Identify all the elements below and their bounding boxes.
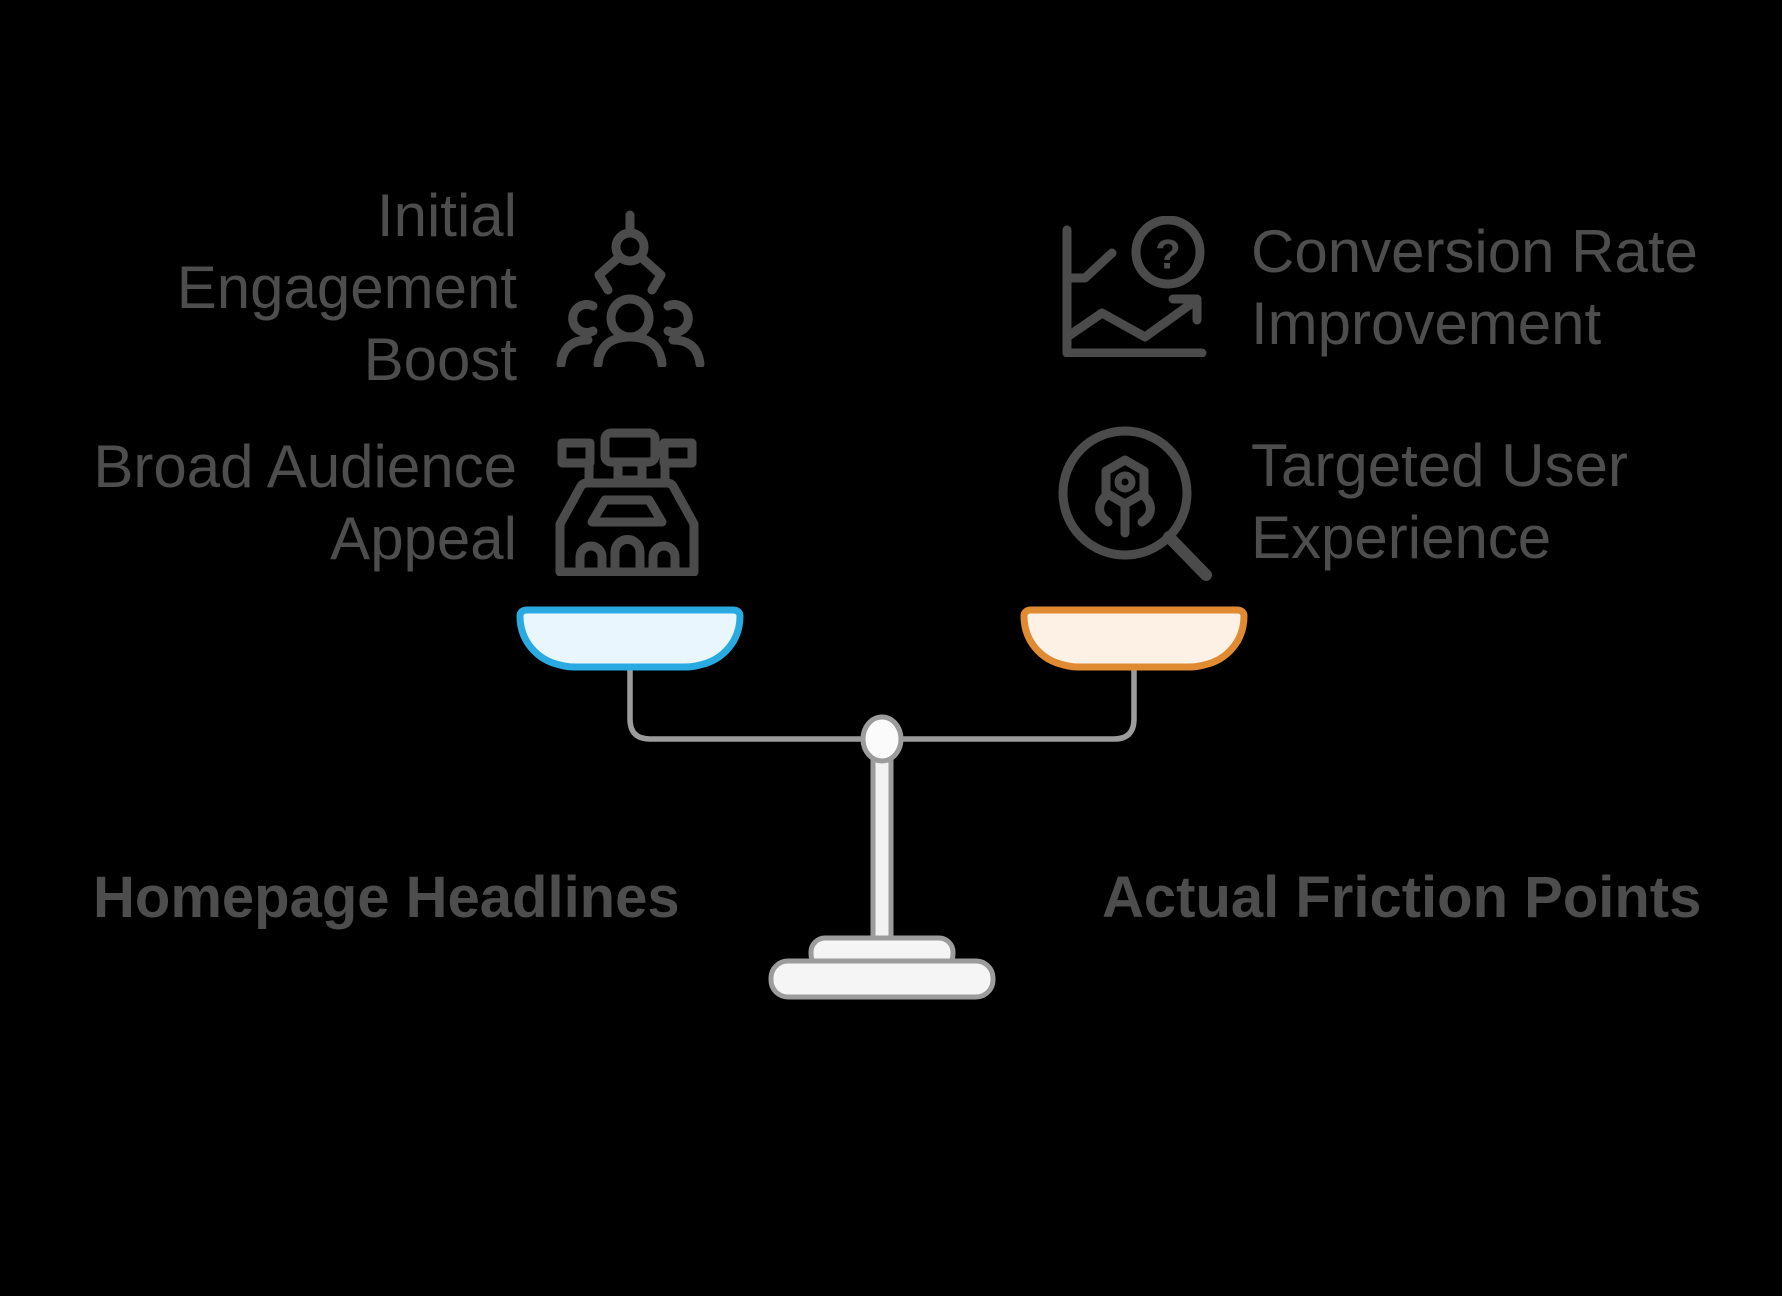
scale-frame [627,667,1137,1000]
question-mark-glyph: ? [1155,231,1181,278]
benefit-label-conversion-rate-improvement: Conversion Rate Improvement [1251,218,1698,357]
chart-question-icon: ? [1062,216,1207,357]
scale-pole [870,749,894,951]
stadium-icon-strokes [555,428,699,576]
left-category-label: Homepage Headlines [93,865,680,930]
magnifier-robot-icon [1058,426,1212,581]
claw-machine-people-icon [556,210,705,367]
right-category-label: Actual Friction Points [1102,865,1702,930]
scale-left-pan [516,606,744,671]
magnifier-robot-icon-strokes [1058,426,1212,581]
scale-right-pan [1020,606,1248,671]
benefit-label-targeted-user-experience: Targeted User Experience [1251,432,1628,571]
benefit-label-broad-audience-appeal: Broad Audience Appeal [93,433,517,572]
stadium-icon [555,428,699,576]
benefit-label-initial-engagement-boost: Initial Engagement Boost [176,182,517,393]
claw-machine-people-icon-strokes [556,210,705,367]
scale-pivot [860,714,904,764]
scale-base-lower [768,958,996,1000]
chart-question-icon-strokes [1062,216,1207,357]
